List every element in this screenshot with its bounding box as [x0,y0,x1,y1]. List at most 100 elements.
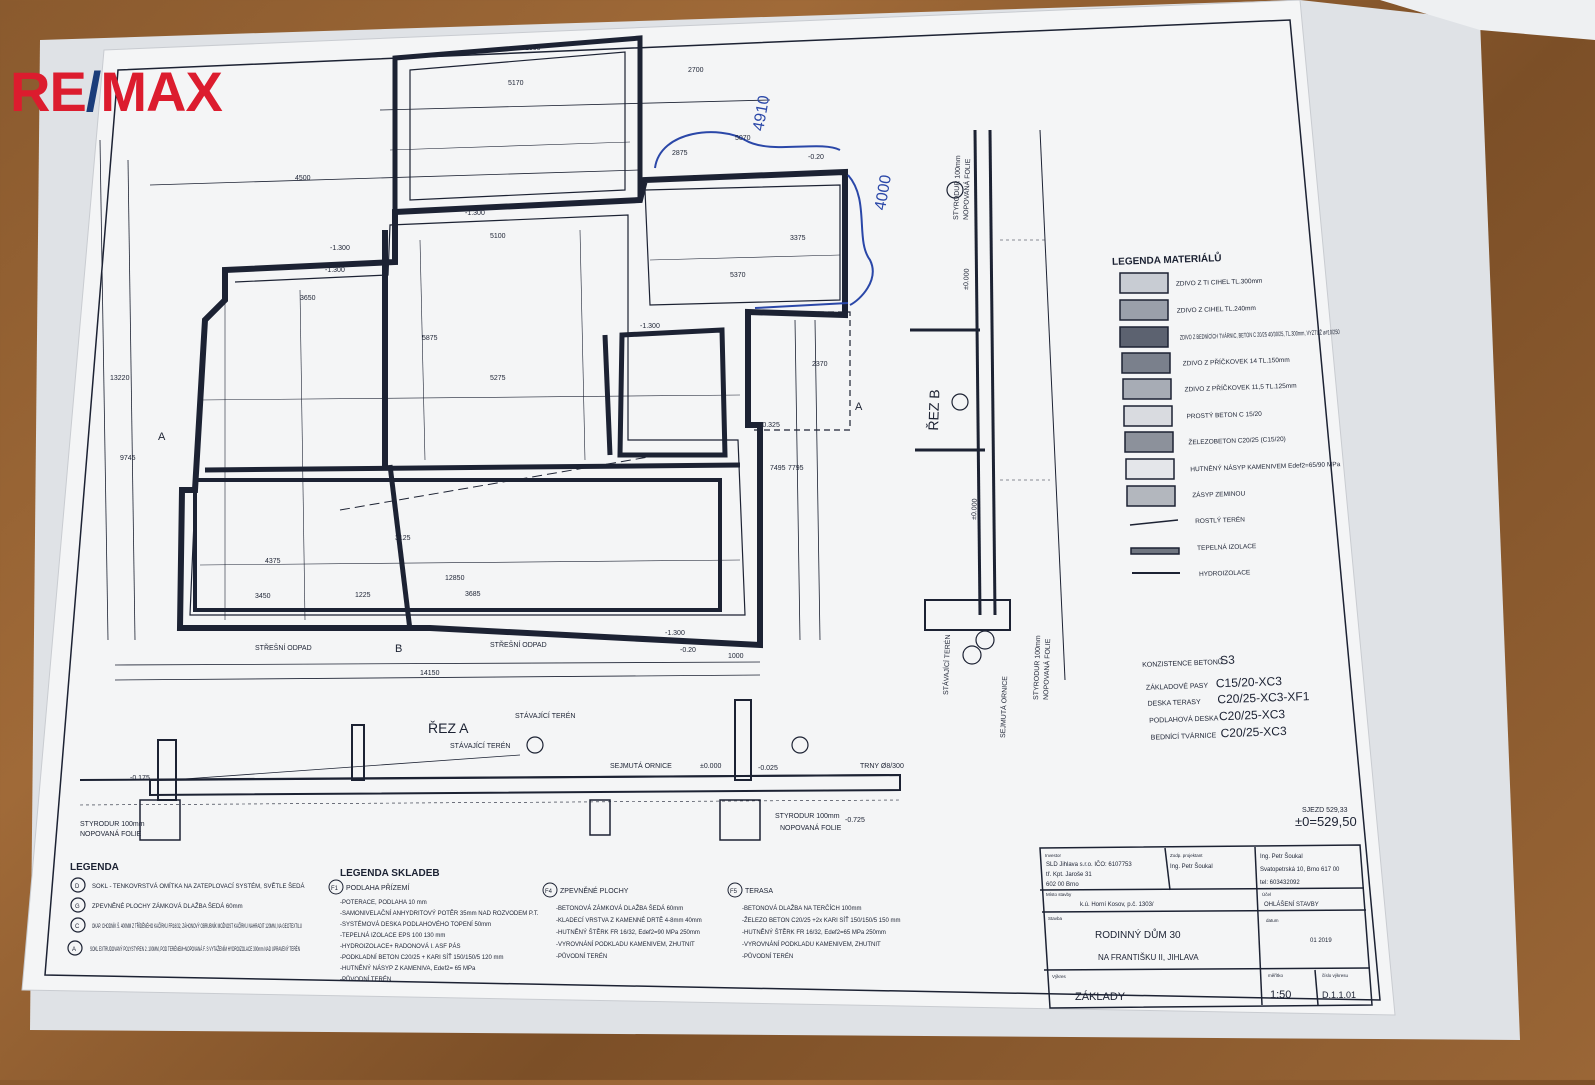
dim-label: 1300 [525,45,541,52]
concrete-title: KONZISTENCE BETONŮ [1142,657,1223,669]
concrete-specs: KONZISTENCE BETONŮ S3 ZÁKLADOVÉ PASY C15… [1142,653,1310,742]
wall-int-3 [387,464,413,631]
tb-label: datum [1266,918,1279,923]
section-b-text: ŘEZ B STYRODUR 100mm NOPOVANÁ FOLIE STÁV… [925,155,1052,738]
section-b-wall-r [988,129,997,616]
grid-line-6 [199,559,741,566]
level-label: -0.325 [760,422,780,429]
dim-label: 5370 [730,272,746,279]
dim-label: 1225 [355,592,371,599]
layer-row: -VYROVNÁNÍ PODKLADU KAMENIVEM, ZHUTNIT [556,941,695,948]
material-legend-item: ZDIVO Z TI CIHEL TL.300mm [1176,278,1263,288]
wall-int-4 [602,334,613,456]
dim-line-top2 [149,169,641,186]
material-legend-item: PROSTÝ BETON C 15/20 [1186,409,1262,421]
dim-label: 14150 [420,670,440,677]
section-b-label: STYRODUR 100mm [953,155,962,220]
layer-title: ZPEVNĚNÉ PLOCHY [560,886,629,895]
level-label: -0.325 [690,175,710,182]
section-a-label: STÁVAJÍCÍ TERÉN [515,711,575,720]
plan-note: A [158,431,166,443]
layer-row: -PŮVODNÍ TERÉN [556,953,607,960]
material-swatches [1119,272,1180,574]
section-a-label: -0.175 [130,775,150,782]
wall-main-outer [176,168,848,649]
section-b-wall-l [973,129,982,616]
dim-label: 3650 [300,295,316,302]
layer-row: -ŽELEZO BETON C20/25 +2x KARI SÍŤ 150/15… [742,916,900,924]
level-label: -0.20 [680,647,696,654]
layer-row: -PŮVODNÍ TERÉN [742,953,793,960]
plan-note: STŘEŠNÍ ODPAD [490,640,547,649]
layer-row: -VYROVNÁNÍ PODKLADU KAMENIVEM, ZHUTNIT [742,941,881,948]
section-b-label: ±0.000 [971,498,979,520]
section-a-slab [149,773,901,797]
wall-int-2 [204,462,741,473]
dim-line-bottom2 [114,661,761,666]
section-a-hatch [79,799,901,806]
concrete-row-value: C20/25-XC3 [1220,724,1287,740]
section-b-title: ŘEZ B [925,389,942,431]
dim-label: 5070 [735,135,751,142]
plan-text: 1300 5170 2700 2875 5070 4500 5100 3375 … [110,45,895,677]
level-label: -0.20 [808,154,824,161]
dim-label: 3450 [255,593,271,600]
tb-building2: NA FRANTIŠKU II, JIHLAVA [1098,953,1199,962]
dim-label: 7795 [788,465,804,472]
dim-label: 5275 [490,375,506,382]
section-a-label: -0.025 [758,765,778,772]
level-label: -1.300 [325,267,345,274]
title-block: Investor SLD Jihlava s.r.o. IČO: 6107753… [1045,853,1356,1003]
elevation-main: ±0=529,50 [1295,814,1357,829]
dim-line-right2 [814,319,821,641]
layer-key: F1 [331,886,339,892]
section-b-ground [1039,129,1066,681]
dim-line-left2 [127,159,136,641]
level-label: -1.300 [465,210,485,217]
dim-label: 4375 [265,558,281,565]
material-legend-item: ZDIVO Z CIHEL TL.240mm [1177,305,1256,315]
grid-line-3 [419,239,426,461]
concrete-row-value: C20/25-XC3-XF1 [1217,689,1310,706]
dim-label: 7495 [770,465,786,472]
tb-label: Zodp. projektant [1170,853,1203,858]
logo-re: RE [10,60,87,123]
plan-note: B [395,643,402,655]
tb-label: měřítko [1268,973,1284,978]
section-a-label: STYRODUR 100mm [80,821,145,828]
section-b-label: NOPOVANÁ FOLIE [961,158,972,220]
terrace-outline [748,311,851,431]
legend-item: SOKL EXTRUDOVANÝ POLYSTYREN 2. 100MM, PO… [90,945,300,953]
tb-investor: 602 00 Brno [1046,882,1079,888]
layer-row: -HYDROIZOLACE+ RADONOVÁ I. ASF PÁS [340,943,461,950]
concrete-row-label: ZÁKLADOVÉ PASY [1146,681,1209,692]
section-b-label: STÁVAJÍCÍ TERÉN [941,634,952,695]
section-a-label: TRNY Ø8/300 [860,763,904,770]
layer-row: -TEPELNÁ IZOLACE EPS 100 130 mm [340,932,445,939]
section-b-label: NOPOVANÁ FOLIE [1041,638,1052,700]
layer-key: F4 [545,889,553,895]
tb-drawing: ZÁKLADY [1075,990,1126,1003]
paper-roll [1380,0,1595,40]
material-legend-item: ROSTLÝ TERÉN [1195,514,1245,525]
grid-line-4 [579,229,586,461]
layer-row: -PODKLADNÍ BETON C20/25 + KARI SÍŤ 150/1… [340,953,503,961]
tb-label: Místo stavby [1046,892,1072,897]
plan-note: STŘEŠNÍ ODPAD [255,643,312,652]
layer-row: -SYSTÉMOVÁ DESKA PODLAHOVÉHO TOPENÍ 50mm [340,921,491,928]
tb-label: Výkres [1052,974,1067,979]
concrete-row-label: BEDNÍCÍ TVÁRNICE [1151,730,1217,741]
level-label: -1.300 [640,323,660,330]
layer-row: -HUTNĚNÝ ŠTĚRK FR 16/32, Edef2=90 MPa 25… [556,928,700,936]
dim-label: 2875 [672,150,688,157]
legend-item: SOKL - TENKOVRSTVÁ OMÍTKA NA ZATEPLOVACÍ… [92,882,305,890]
tb-label: Investor [1045,853,1062,858]
roof-outline [339,454,661,511]
tb-scale: 1:50 [1270,989,1291,1001]
tb-building: RODINNÝ DŮM 30 [1095,928,1181,941]
layer-row: -SAMONIVELAČNÍ ANHYDRITOVÝ POTĚR 35mm NA… [340,909,539,917]
title-block-frame [1039,844,1373,1009]
legend: LEGENDA D G C A SOKL - TENKOVRSTVÁ OMÍTK… [70,862,305,953]
tb-label: číslo výkresu [1322,973,1349,978]
layer-row: -HUTNĚNÝ NÁSYP Z KAMENIVA, Edef2= 65 MPa [340,964,476,972]
